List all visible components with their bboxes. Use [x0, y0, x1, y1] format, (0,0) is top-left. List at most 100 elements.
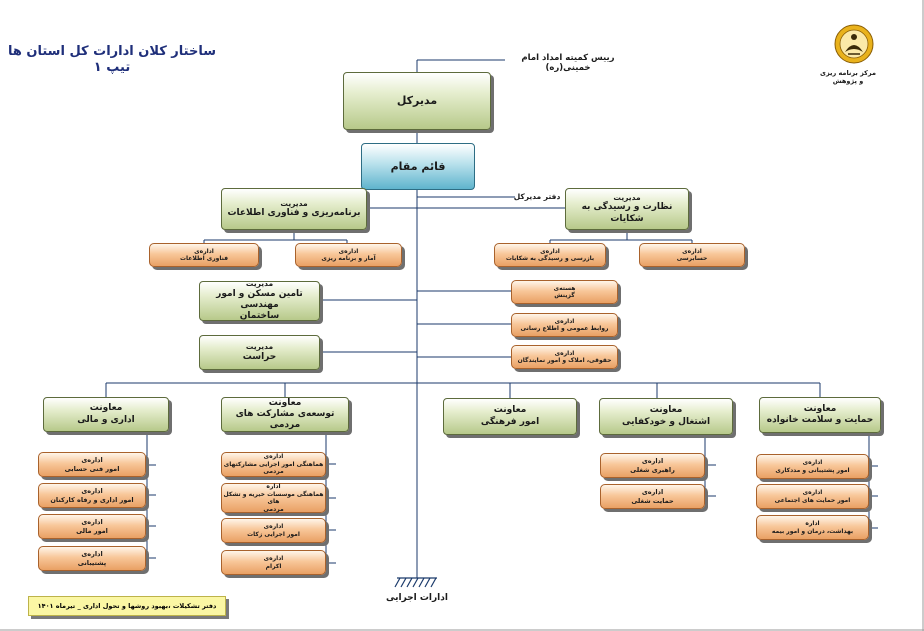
- mgmt-inspection-box: مدیریت نظارت و رسیدگی به شکایات: [565, 188, 689, 230]
- mgmt-housing-line1: مدیریت: [245, 279, 274, 289]
- head-of-committee-label: رییس کمیته امداد امام خمینی(ره): [521, 53, 615, 73]
- family-office-1: اداره‌ی امور پشتیبانی و مددکاری: [756, 454, 869, 479]
- office-audit-line1: اداره‌ی: [682, 247, 702, 255]
- mgmt-planning-box: مدیریت برنامه‌ریزی و فناوری اطلاعات: [221, 188, 367, 230]
- deputy-culture-line1: معاونت: [493, 405, 527, 416]
- participation-office-4: اداره‌ی اکرام: [221, 550, 326, 575]
- footer-note: دفتر تشکیلات ،بهبود روشها و تحول اداری _…: [28, 596, 226, 616]
- deputy-participation-line1: معاونت: [268, 397, 302, 408]
- participation-office-2: اداره هماهنگی موسسات خیریه و تشکل های مر…: [221, 483, 326, 513]
- office-audit-box: اداره‌ی حسابرسی: [639, 243, 745, 267]
- admin-office-2-line1: اداره‌ی: [81, 487, 103, 496]
- admin-office-4-line1: اداره‌ی: [81, 550, 103, 559]
- participation-office-3: اداره‌ی امور اجرایی زکات: [221, 518, 326, 543]
- deputy-box: قائم مقام: [361, 143, 475, 190]
- family-office-1-line2: امور پشتیبانی و مددکاری: [775, 466, 850, 474]
- mgmt-planning-line2: برنامه‌ریزی و فناوری اطلاعات: [227, 208, 361, 219]
- page-title: ساختار کلان ادارات کل استان ها تیپ ۱: [6, 44, 218, 77]
- office-legal-line1: اداره‌ی: [554, 349, 575, 357]
- admin-office-1: اداره‌ی امور فنی حسابی: [38, 452, 146, 477]
- deputy-family-box: معاونت حمایت و سلامت خانواده: [759, 397, 881, 433]
- office-pr-line1: اداره‌ی: [554, 317, 575, 325]
- office-stats-line1: اداره‌ی: [338, 247, 359, 255]
- office-label: دفتر مدیرکل: [513, 192, 561, 201]
- deputy-admin-line1: معاونت: [89, 403, 123, 414]
- office-legal-line2: حقوقی، املاک و امور نمایندگان: [517, 357, 612, 364]
- office-stats-box: اداره‌ی آمار و برنامه ریزی: [295, 243, 402, 267]
- section-selection-box: هسته‌ی گزینش: [511, 280, 618, 304]
- participation-office-4-line1: اداره‌ی: [263, 555, 284, 562]
- deputy-culture-line2: امور فرهنگی: [480, 416, 540, 427]
- admin-office-4: اداره‌ی پشتیبانی: [38, 546, 146, 571]
- deputy-participation-line2: توسعه‌ی مشارکت های مردمی: [235, 408, 335, 431]
- deputy-family-line2: حمایت و سلامت خانواده: [766, 415, 874, 425]
- participation-office-2-line3: مردمی: [263, 505, 284, 513]
- office-audit-line2: حسابرسی: [676, 255, 708, 262]
- admin-office-3-line1: اداره‌ی: [81, 518, 103, 527]
- employment-office-2-line2: حمایت شغلی: [631, 496, 674, 505]
- director-general-label: مدیرکل: [396, 94, 438, 108]
- office-pr-line2: روابط عمومی و اطلاع رسانی: [520, 325, 609, 332]
- deputy-admin-line2: اداری و مالی: [77, 414, 135, 425]
- office-it-box: اداره‌ی فناوری اطلاعات: [149, 243, 259, 267]
- mgmt-housing-line3: ساختمان: [239, 311, 280, 322]
- admin-office-3-line2: امور مالی: [76, 526, 108, 535]
- office-it-line1: اداره‌ی: [194, 247, 214, 255]
- family-office-2-line2: امور حمایت های اجتماعی: [774, 496, 851, 504]
- office-it-line2: فناوری اطلاعات: [179, 255, 229, 262]
- deputy-participation-box: معاونت توسعه‌ی مشارکت های مردمی: [221, 397, 349, 432]
- employment-office-2-line1: اداره‌ی: [641, 488, 664, 497]
- admin-office-1-line2: امور فنی حسابی: [64, 464, 120, 473]
- mgmt-housing-line2: تامین مسکن و امور مهندسی: [216, 288, 303, 311]
- mgmt-planning-line1: مدیریت: [280, 198, 308, 208]
- section-selection-line2: گزینش: [554, 292, 575, 299]
- admin-office-4-line2: پشتیبانی: [77, 558, 107, 567]
- office-legal-box: اداره‌ی حقوقی، املاک و امور نمایندگان: [511, 345, 618, 369]
- logo-caption: مرکز برنامه ریزی و پژوهش: [820, 69, 876, 85]
- participation-office-4-line2: اکرام: [265, 562, 282, 570]
- employment-office-2: اداره‌ی حمایت شغلی: [600, 484, 705, 509]
- participation-office-1-line1: اداره‌ی: [263, 453, 284, 461]
- organization-logo-icon: [834, 24, 874, 64]
- deputy-family-line1: معاونت: [803, 403, 837, 414]
- participation-office-2-line1: اداره: [266, 483, 281, 490]
- deputy-label: قائم مقام: [390, 159, 446, 173]
- mgmt-housing-box: مدیریت تامین مسکن و امور مهندسی ساختمان: [199, 279, 320, 322]
- employment-office-1: اداره‌ی راهبری شغلی: [600, 453, 705, 478]
- office-stats-line2: آمار و برنامه ریزی: [321, 255, 376, 262]
- family-office-2: اداره‌ی امور حمایت های اجتماعی: [756, 484, 869, 509]
- admin-office-2: اداره‌ی امور اداری و رفاه کارکنان: [38, 483, 146, 508]
- footer-note-text: دفتر تشکیلات ،بهبود روشها و تحول اداری _…: [37, 602, 217, 610]
- mgmt-security-box: مدیریت حراست: [199, 335, 320, 370]
- mgmt-security-line1: مدیریت: [245, 342, 274, 352]
- mgmt-inspection-line2: نظارت و رسیدگی به شکایات: [581, 202, 673, 224]
- family-office-1-line1: اداره‌ی: [802, 459, 823, 466]
- admin-office-3: اداره‌ی امور مالی: [38, 514, 146, 539]
- participation-office-3-line2: امور اجرایی زکات: [247, 530, 300, 538]
- office-complaints-box: اداره‌ی بازرسی و رسیدگی به شکایات: [494, 243, 606, 267]
- deputy-employment-box: معاونت اشتغال و خودکفایی: [599, 398, 733, 435]
- deputy-employment-line1: معاونت: [649, 405, 683, 416]
- ground-symbol-icon: [394, 577, 437, 588]
- participation-office-1: اداره‌ی هماهنگی امور اجرایی مشارکتهای مر…: [221, 452, 326, 477]
- mgmt-inspection-line1: مدیریت: [613, 193, 641, 203]
- participation-office-1-line2: هماهنگی امور اجرایی مشارکتهای مردمی: [223, 460, 324, 476]
- mgmt-security-line2: حراست: [242, 351, 277, 362]
- family-office-3-line2: بهداشت، درمان و امور بیمه: [771, 527, 854, 535]
- employment-office-1-line1: اداره‌ی: [641, 457, 664, 466]
- admin-office-1-line1: اداره‌ی: [81, 456, 103, 465]
- deputy-employment-line2: اشتغال و خودکفایی: [621, 416, 711, 427]
- title-line-1: ساختار کلان ادارات کل استان ها: [7, 44, 217, 59]
- director-general-box: مدیرکل: [343, 72, 491, 130]
- deputy-admin-box: معاونت اداری و مالی: [43, 397, 169, 432]
- section-selection-line1: هسته‌ی: [553, 284, 576, 292]
- family-office-3-line1: اداره: [805, 520, 820, 527]
- title-line-2: تیپ ۱: [93, 60, 131, 76]
- deputy-culture-box: معاونت امور فرهنگی: [443, 398, 577, 435]
- office-pr-box: اداره‌ی روابط عمومی و اطلاع رسانی: [511, 313, 618, 337]
- office-complaints-line2: بازرسی و رسیدگی به شکایات: [505, 255, 595, 262]
- family-office-2-line1: اداره‌ی: [802, 489, 823, 496]
- executive-offices-label: ادارات اجرایی: [386, 593, 448, 603]
- participation-office-2-line2: هماهنگی موسسات خیریه و تشکل های: [223, 490, 324, 506]
